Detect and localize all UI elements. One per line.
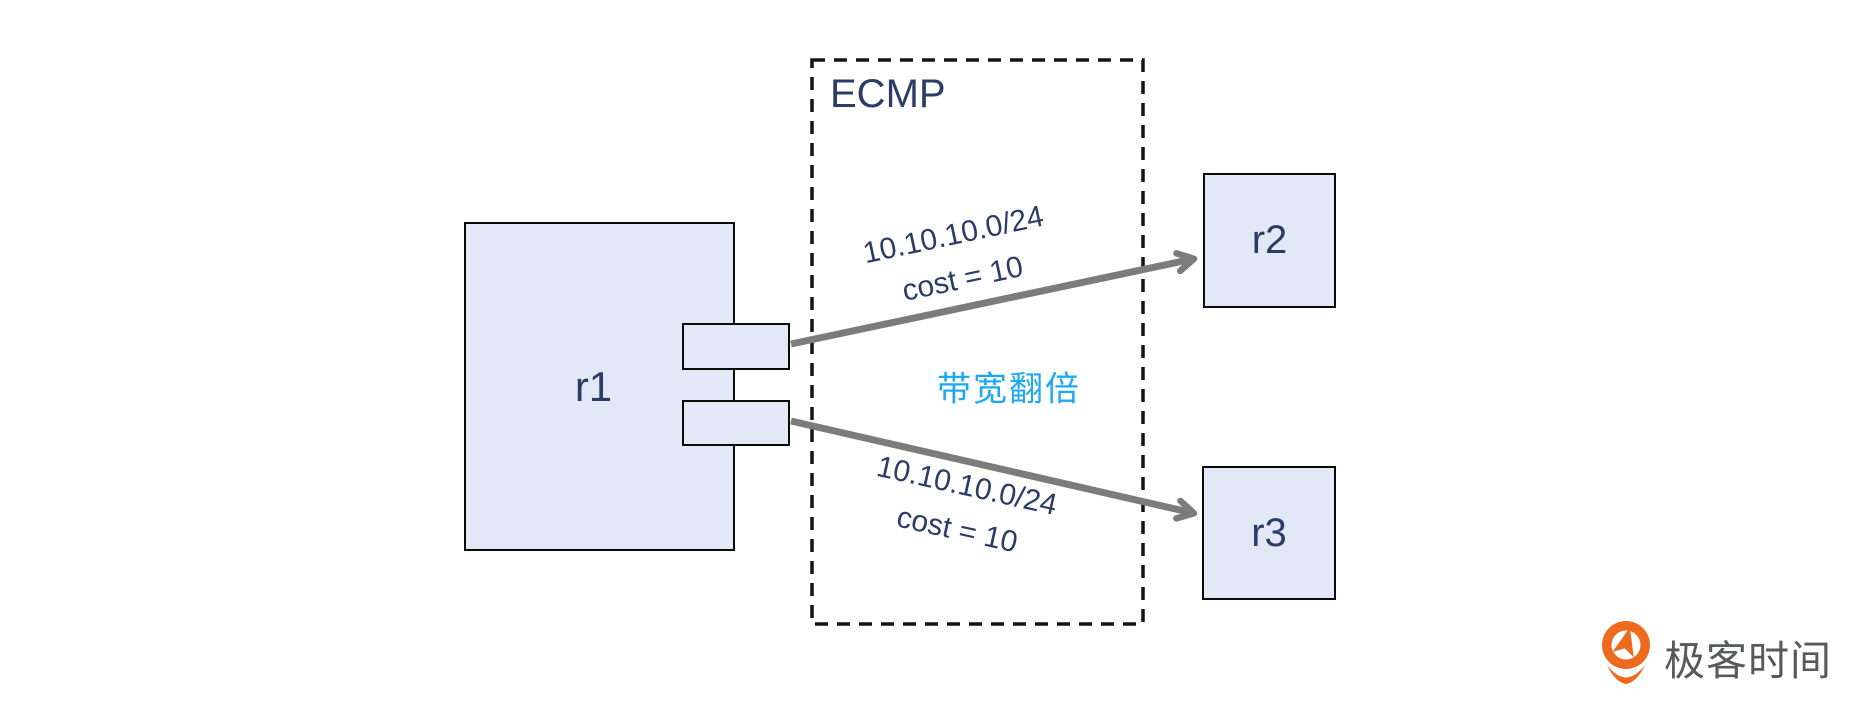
link-r2-route-label: 10.10.10.0/24 cost = 10: [859, 194, 1057, 320]
router-r1-label: r1: [574, 362, 613, 410]
router-r2-label: r2: [1251, 218, 1288, 262]
r1-interface-port-1: [682, 323, 790, 370]
geektime-pin-icon: [1602, 621, 1650, 684]
bandwidth-annotation: 带宽翻倍: [937, 370, 1081, 409]
brand-logo: 极客时间: [1600, 618, 1832, 690]
link-r3-route-label: 10.10.10.0/24 cost = 10: [863, 444, 1062, 572]
router-r3-node: r3: [1202, 466, 1336, 600]
r1-interface-port-2: [682, 400, 790, 446]
router-r1-node: r1: [464, 222, 735, 551]
router-r3-label: r3: [1251, 510, 1287, 555]
router-r2-node: r2: [1203, 173, 1336, 308]
brand-logo-text: 极客时间: [1664, 638, 1832, 684]
ecmp-group-label: ECMP: [830, 72, 946, 116]
